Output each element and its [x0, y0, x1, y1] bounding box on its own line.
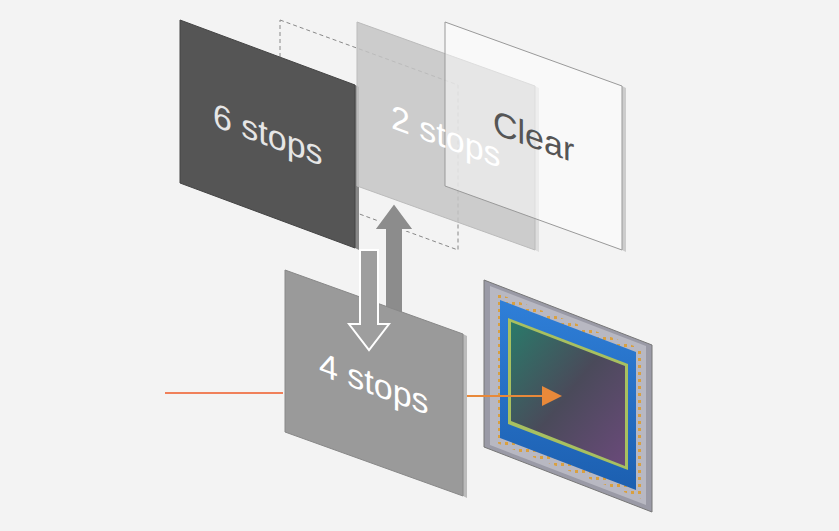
filtered-light-ray [466, 395, 558, 397]
nd-filter-6: 6 stops [180, 20, 355, 248]
light-ray [165, 392, 283, 394]
filter-label: 6 stops [213, 95, 323, 174]
clear-filter: Clear [445, 22, 622, 250]
filter-label: 2 stops [391, 97, 501, 176]
nd-filter-4: 4 stops [285, 270, 463, 496]
filter-label: 4 stops [319, 344, 429, 423]
filter-label: Clear [493, 102, 574, 171]
